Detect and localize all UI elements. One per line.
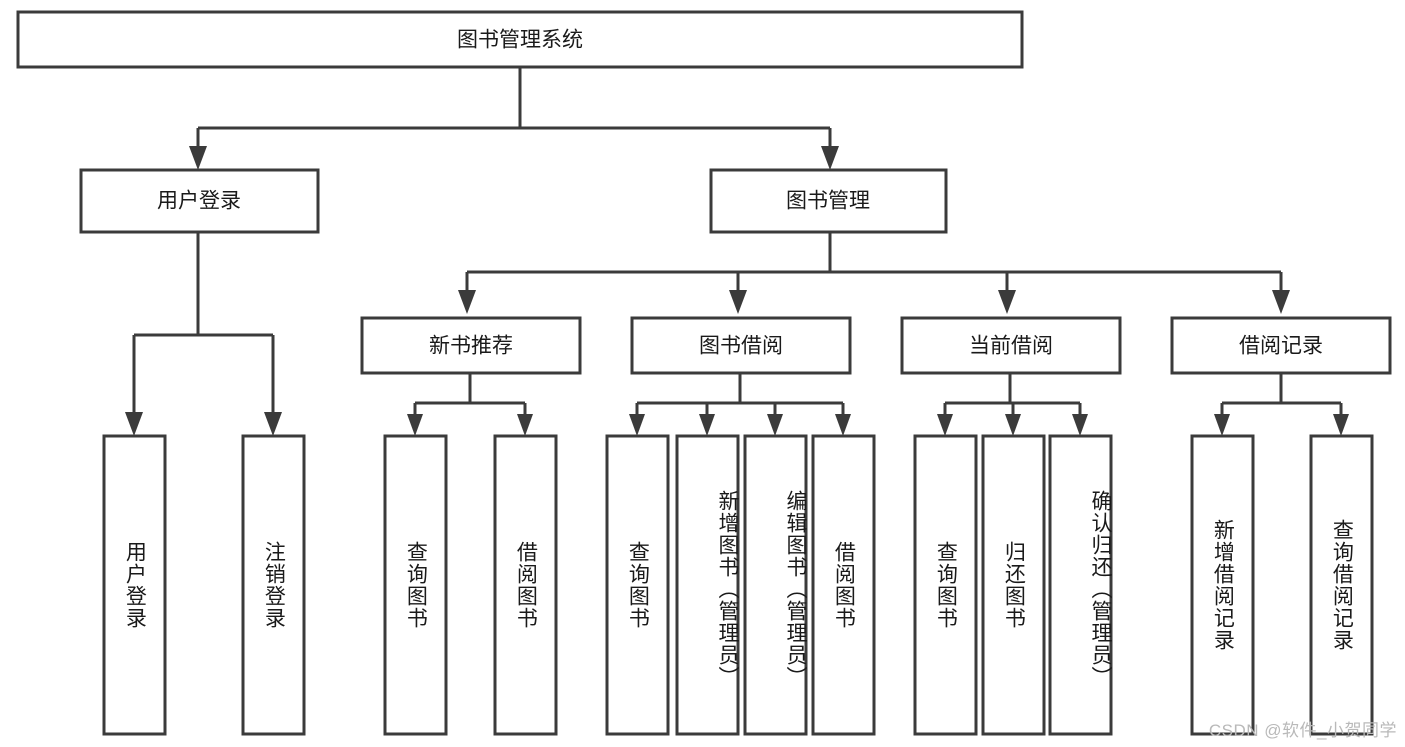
arrow-head-icon <box>189 146 207 170</box>
arrow-head-icon <box>1072 414 1088 436</box>
arrow-head-icon <box>729 290 747 314</box>
arrow-head-icon <box>1214 414 1230 436</box>
arrow-head-icon <box>1005 414 1021 436</box>
node-box-leaf-add-book[interactable] <box>675 434 740 736</box>
connector-group-currentborrow <box>937 373 1088 436</box>
node-box-book-management[interactable] <box>709 168 948 234</box>
node-label-book-borrow: 图书借阅 <box>699 335 783 358</box>
node-box-leaf-query-book-1[interactable] <box>383 434 448 736</box>
node-label-borrow-record: 借阅记录 <box>1239 335 1323 358</box>
connector-group-bookborrow <box>629 373 851 436</box>
node-box-borrow-record[interactable] <box>1170 316 1392 375</box>
connector-group-bookmgmt <box>458 232 1290 314</box>
node-box-leaf-edit-book[interactable] <box>743 434 808 736</box>
node-label-book-management: 图书管理 <box>786 190 870 213</box>
node-box-leaf-add-record[interactable] <box>1190 434 1255 736</box>
node-box-leaf-confirm-return[interactable] <box>1048 434 1113 736</box>
arrow-head-icon <box>821 146 839 170</box>
node-label-current-borrow: 当前借阅 <box>969 335 1053 358</box>
node-box-leaf-query-record[interactable] <box>1309 434 1374 736</box>
node-box-user-login[interactable] <box>79 168 320 234</box>
node-box-leaf-query-book-2[interactable] <box>605 434 670 736</box>
arrow-head-icon <box>629 414 645 436</box>
arrow-head-icon <box>699 414 715 436</box>
connector-group-root <box>189 67 839 170</box>
arrow-head-icon <box>998 290 1016 314</box>
connector-group-userlogin <box>125 232 282 436</box>
node-box-leaf-return-book[interactable] <box>981 434 1046 736</box>
arrow-head-icon <box>407 414 423 436</box>
arrow-head-icon <box>1272 290 1290 314</box>
node-box-root[interactable] <box>16 10 1024 69</box>
arrow-head-icon <box>835 414 851 436</box>
arrow-head-icon <box>767 414 783 436</box>
node-box-book-borrow[interactable] <box>630 316 852 375</box>
arrow-head-icon <box>517 414 533 436</box>
arrow-head-icon <box>1333 414 1349 436</box>
connector-group-borrowrecord <box>1214 373 1349 436</box>
connector-group-newbook <box>407 373 533 436</box>
node-box-leaf-user-login[interactable] <box>102 434 167 736</box>
arrow-head-icon <box>125 412 143 436</box>
node-box-leaf-borrow-book-2[interactable] <box>811 434 876 736</box>
node-label-new-book-recommend: 新书推荐 <box>429 335 513 358</box>
node-box-current-borrow[interactable] <box>900 316 1122 375</box>
node-box-leaf-query-book-3[interactable] <box>913 434 978 736</box>
node-label-root: 图书管理系统 <box>457 29 583 52</box>
node-box-new-book-recommend[interactable] <box>360 316 582 375</box>
node-label-user-login: 用户登录 <box>157 190 241 213</box>
arrow-head-icon <box>937 414 953 436</box>
node-box-leaf-borrow-book-1[interactable] <box>493 434 558 736</box>
arrow-head-icon <box>458 290 476 314</box>
node-box-leaf-logout[interactable] <box>241 434 306 736</box>
watermark-text: CSDN @软件_小贺同学 <box>1208 721 1397 740</box>
arrow-head-icon <box>264 412 282 436</box>
